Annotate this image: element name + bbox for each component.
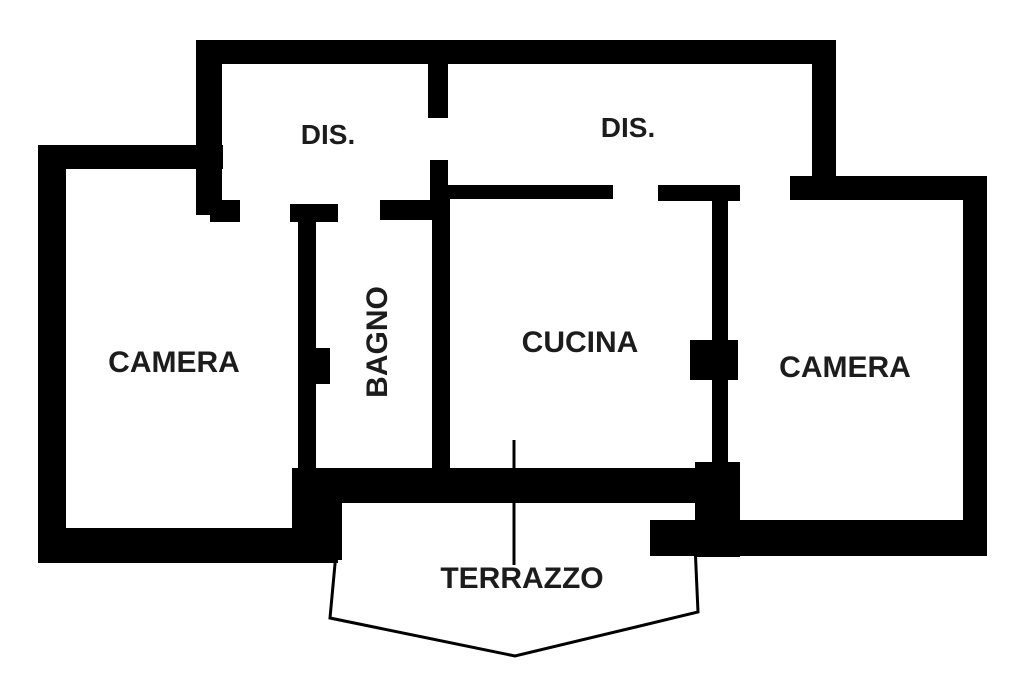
terrace-boundary xyxy=(328,509,700,658)
wall-outer-left xyxy=(38,145,66,563)
interior-walls xyxy=(210,60,740,560)
wall-kitchen-right xyxy=(712,195,728,475)
wall-top xyxy=(196,40,836,64)
wall-hall-pillar-top xyxy=(428,60,448,118)
wall-corridor-left-stub xyxy=(210,200,240,222)
room-labels: DIS. DIS. CAMERA BAGNO CUCINA CAMERA TER… xyxy=(108,112,911,595)
wall-terrace-left-block xyxy=(292,468,342,560)
wall-bagno-door-block xyxy=(298,348,330,384)
label-dis-left: DIS. xyxy=(301,119,355,150)
wall-kitchen-right-door xyxy=(690,340,738,380)
label-cucina: CUCINA xyxy=(522,326,639,359)
wall-upper-right xyxy=(812,40,836,200)
wall-upper-left xyxy=(196,40,222,215)
label-bagno: BAGNO xyxy=(361,286,394,398)
label-camera-left: CAMERA xyxy=(108,346,240,379)
wall-outer-right xyxy=(963,176,987,538)
wall-left-wing-top xyxy=(38,145,223,169)
wall-kitchen-top xyxy=(448,185,613,199)
wall-bottom-left xyxy=(38,528,338,563)
label-camera-right: CAMERA xyxy=(779,351,911,384)
label-dis-right: DIS. xyxy=(601,112,655,143)
terrace-outline xyxy=(328,440,700,658)
label-terrazzo: TERRAZZO xyxy=(440,562,603,595)
wall-terrace-right-block xyxy=(695,462,740,557)
wall-bagno-right xyxy=(432,195,450,475)
